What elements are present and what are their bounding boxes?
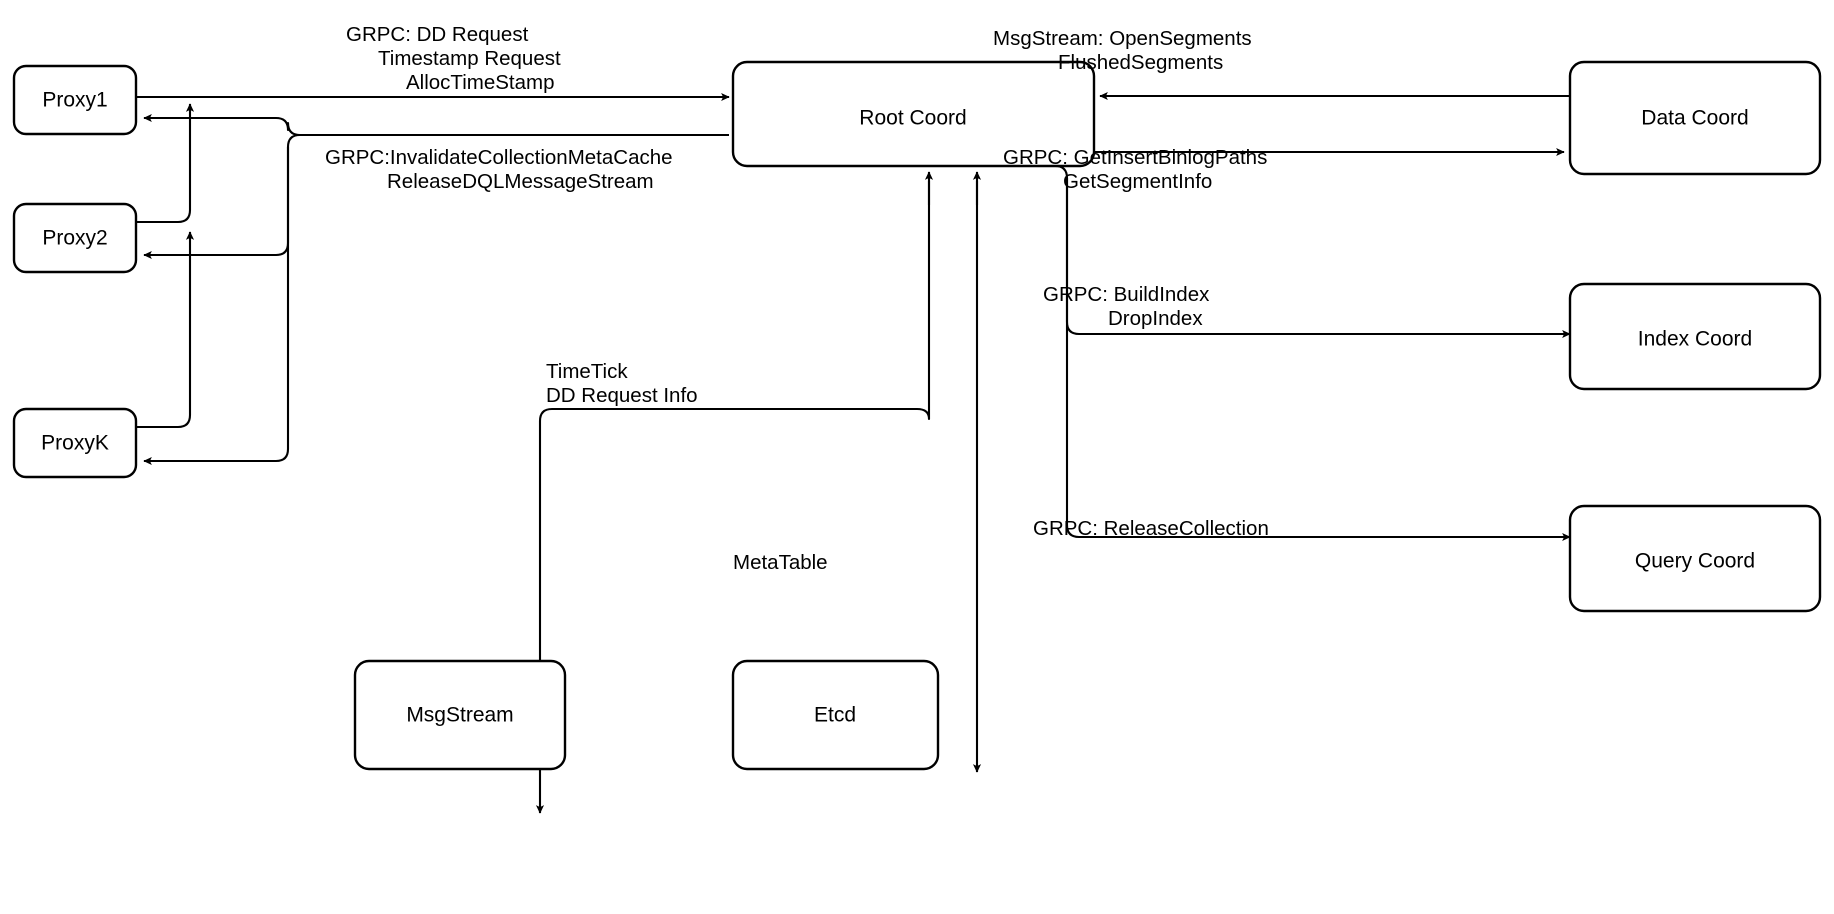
edge-label-root-to-datacoord-line2: GetSegmentInfo xyxy=(1063,170,1212,193)
edge-rootcoord-to-proxy1 xyxy=(143,113,729,137)
node-msgstream-box[interactable] xyxy=(353,659,567,771)
edge-rootcoord-to-proxyk xyxy=(143,147,290,466)
edge-labels-layer: GRPC: DD Request Timestamp Request Alloc… xyxy=(325,23,1269,574)
edge-label-root-to-msgstream-line1: TimeTick xyxy=(546,360,628,383)
node-proxy2[interactable]: Proxy2 xyxy=(12,202,138,274)
edge-label-proxy-to-root-line1: GRPC: DD Request xyxy=(346,23,529,46)
node-datacoord-box[interactable] xyxy=(1568,60,1822,176)
node-querycoord[interactable]: Query Coord xyxy=(1568,504,1822,613)
node-msgstream[interactable]: MsgStream xyxy=(353,659,567,771)
node-proxyk-label: ProxyK xyxy=(41,432,109,455)
node-rootcoord-label: Root Coord xyxy=(859,107,966,130)
node-etcd-label: Etcd xyxy=(814,704,856,727)
node-etcd[interactable]: Etcd xyxy=(731,659,940,771)
edge-label-proxy-to-root-line3: AllocTimeStamp xyxy=(406,71,554,94)
node-querycoord-box[interactable] xyxy=(1568,504,1822,613)
edges-layer xyxy=(136,91,1571,814)
edge-label-root-to-msgstream-line2: DD Request Info xyxy=(546,384,698,407)
edge-label-datacoord-to-root-line1: MsgStream: OpenSegments xyxy=(993,27,1252,50)
edge-label-root-to-etcd-line1: MetaTable xyxy=(733,551,828,574)
nodes-layer: Proxy1 Proxy2 ProxyK Root Coord Data Coo… xyxy=(12,60,1822,771)
node-rootcoord[interactable]: Root Coord xyxy=(731,60,1096,168)
node-etcd-box[interactable] xyxy=(731,659,940,771)
node-querycoord-label: Query Coord xyxy=(1635,550,1755,573)
node-proxy1-label: Proxy1 xyxy=(42,89,107,112)
edge-label-root-to-indexcoord-line2: DropIndex xyxy=(1108,307,1203,330)
node-datacoord[interactable]: Data Coord xyxy=(1568,60,1822,176)
node-indexcoord[interactable]: Index Coord xyxy=(1568,282,1822,391)
node-proxy1-box[interactable] xyxy=(12,64,138,136)
edge-label-root-to-indexcoord-line1: GRPC: BuildIndex xyxy=(1043,283,1210,306)
node-proxy2-label: Proxy2 xyxy=(42,227,107,250)
node-indexcoord-box[interactable] xyxy=(1568,282,1822,391)
node-datacoord-label: Data Coord xyxy=(1641,107,1748,130)
edge-rootcoord-to-msgstream xyxy=(535,181,931,814)
edge-label-root-to-querycoord-line1: GRPC: ReleaseCollection xyxy=(1033,517,1269,540)
node-proxyk-box[interactable] xyxy=(12,407,138,479)
node-indexcoord-label: Index Coord xyxy=(1638,328,1752,351)
edge-label-root-to-proxy-line1: GRPC:InvalidateCollectionMetaCache xyxy=(325,146,673,169)
node-proxyk[interactable]: ProxyK xyxy=(12,407,138,479)
edge-label-proxy-to-root-line2: Timestamp Request xyxy=(378,47,561,70)
node-proxy1[interactable]: Proxy1 xyxy=(12,64,138,136)
node-rootcoord-box[interactable] xyxy=(731,60,1096,168)
node-msgstream-label: MsgStream xyxy=(406,704,513,727)
node-proxy2-box[interactable] xyxy=(12,202,138,274)
edge-proxy2-to-trunk xyxy=(136,103,195,224)
edge-rootcoord-to-querycoord xyxy=(1065,178,1571,542)
edge-label-root-to-proxy-line2: ReleaseDQLMessageStream xyxy=(387,170,654,193)
edge-proxyk-to-trunk xyxy=(136,231,195,429)
edge-label-datacoord-to-root-line2: FlushedSegments xyxy=(1058,51,1223,74)
edge-label-root-to-datacoord-line1: GRPC: GetInsertBinlogPaths xyxy=(1003,146,1267,169)
